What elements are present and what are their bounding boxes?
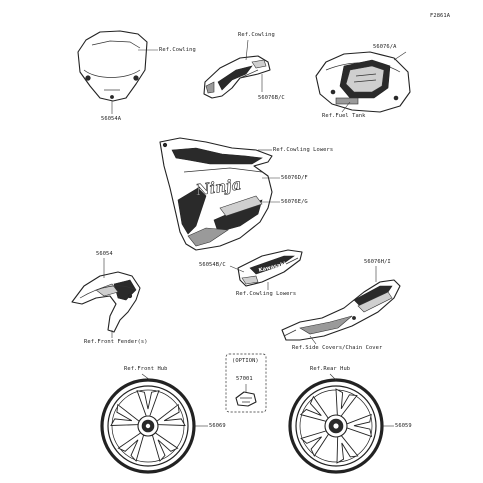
front-wheel-spoke [117, 431, 145, 462]
rear-hub-ref-label: Ref.Rear Hub [310, 366, 351, 372]
rear-wheel-spoke [336, 434, 359, 464]
rear-wheel-spoke [345, 413, 373, 438]
rear-wheel-part [288, 378, 384, 474]
front-wheel-part [100, 378, 196, 474]
diagram-code: F2861A [430, 13, 451, 19]
front-cowl-decal [203, 55, 271, 99]
front-wheel-spoke [110, 403, 141, 426]
front-cowl-part-number: 56076B/C [258, 95, 285, 101]
fender-ref-label: Ref.Front Fender(s) [84, 339, 148, 345]
front-hub-part-number: 56069 [209, 423, 226, 429]
lower-decal-ref-label: Ref.Cowling Lowers [236, 291, 297, 297]
lower-decal-part-number: 56054B/C [199, 262, 226, 268]
fuel-tank-part [315, 51, 411, 113]
front-hub-ref-label: Ref.Front Hub [124, 366, 168, 372]
windshield-part [77, 30, 148, 102]
front-wheel-spoke [155, 403, 186, 426]
side-decal-b-part-number: 56076E/G [281, 199, 308, 205]
side-cover-ref-label: Ref.Side Covers/Chain Cover [292, 345, 383, 351]
front-fender-part [71, 271, 141, 333]
side-cover-part-number: 56076H/I [364, 259, 391, 265]
front-cowl-ref-label: Ref.Cowling [238, 32, 275, 38]
front-wheel-spoke [136, 390, 160, 418]
side-fairing-part: Ninja [159, 137, 273, 251]
tank-ref-label: Ref.Fuel Tank [322, 113, 366, 119]
side-cover-decal [281, 279, 401, 341]
option-title: (OPTION) [232, 358, 259, 364]
option-part-number: 57001 [236, 376, 253, 382]
lower-cowl-decal: Kawasaki [237, 249, 303, 287]
fender-part-number: 56054 [96, 251, 113, 257]
rear-wheel-spoke [299, 395, 330, 423]
rear-wheel-spoke [335, 388, 358, 418]
windshield-ref-label: Ref.Cowling [159, 47, 196, 53]
windshield-part-number: 56054A [101, 116, 122, 122]
tank-part-number: 56076/A [373, 44, 397, 50]
rear-hub-part-number: 56059 [395, 423, 412, 429]
lowers-ref-label: Ref.Cowling Lowers [273, 147, 334, 153]
front-wheel-spoke [151, 431, 179, 462]
side-decal-a-part-number: 56076D/F [281, 175, 308, 181]
rear-wheel-spoke [300, 430, 330, 457]
option-box [225, 353, 267, 413]
